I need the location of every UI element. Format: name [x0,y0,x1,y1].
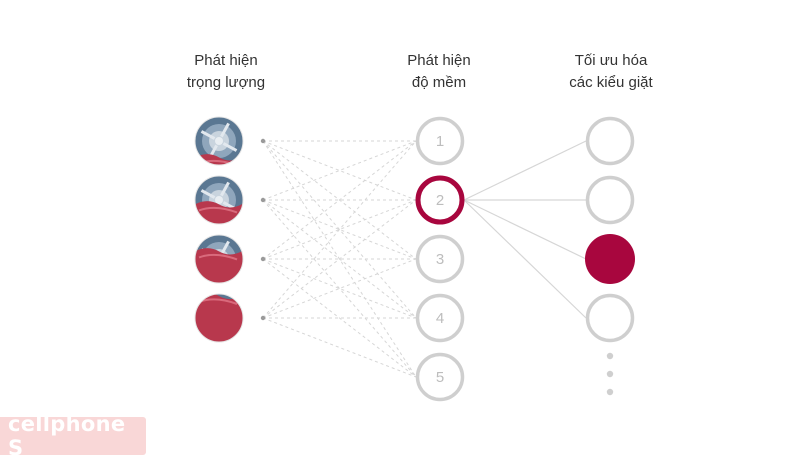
weight-detection-title-line2: trọng lượng [186,74,266,91]
cellphones-watermark: cellphone S [0,412,146,460]
wash-pattern-node-selected [585,234,635,284]
softness-detection-title-line1: Phát hiện [407,52,471,69]
ellipsis-dot [606,388,614,396]
softness-to-wash-links [463,140,587,319]
dashed-link [262,140,417,319]
load-level-icons [194,116,244,343]
softness-node-ring [415,116,465,166]
softness-node-ring [415,234,465,284]
wash-pattern-node [585,175,635,225]
drum-load-icon [195,294,243,342]
softness-node-5: 5 [415,352,465,402]
softness-node-2: 2 [415,175,465,225]
drum-load-icon [195,117,243,165]
ellipsis-dot [606,370,614,378]
weight-to-softness-links [260,138,417,378]
solid-link [463,199,587,260]
drum-load-icon [195,176,243,224]
softness-detection-title-line2: độ mềm [411,74,467,91]
input-dot [260,197,266,203]
softness-node-1: 1 [415,116,465,166]
wash-pattern-nodes [585,116,635,396]
dashed-link [262,317,417,378]
input-dot [260,256,266,262]
watermark-text: cellphone S [8,412,126,460]
input-dot [260,315,266,321]
wash-pattern-dots-icon [606,352,614,396]
weight-detection-title-line1: Phát hiện [194,52,258,69]
drum-load-icon [195,235,243,283]
softness-node-label: 3 [436,251,444,268]
solid-link [463,199,587,319]
weight-detection-title: Phát hiện trọng lượng [146,50,306,94]
wash-pattern-node [585,116,635,166]
softness-nodes: 1 2 3 4 5 [415,116,465,402]
wash-optimization-title-line1: Tối ưu hóa [574,52,648,69]
wash-pattern-node [585,293,635,343]
softness-node-ring [415,175,465,225]
dashed-link [262,140,417,260]
softness-node-ring [415,293,465,343]
softness-node-3: 3 [415,234,465,284]
softness-node-label: 1 [436,133,444,150]
dashed-link [262,199,417,378]
softness-node-label: 4 [436,310,444,327]
softness-detection-title: Phát hiện độ mềm [359,50,519,94]
wash-optimization-title-line2: các kiểu giặt [569,74,653,91]
softness-node-label: 5 [436,369,444,386]
dashed-link [262,258,417,378]
softness-node-label: 2 [436,192,444,209]
softness-node-ring [415,352,465,402]
ellipsis-dot [606,352,614,360]
input-dot [260,138,266,144]
solid-link [463,140,587,201]
wash-optimization-title: Tối ưu hóa các kiểu giặt [531,50,691,94]
softness-node-4: 4 [415,293,465,343]
dashed-link [262,199,417,319]
